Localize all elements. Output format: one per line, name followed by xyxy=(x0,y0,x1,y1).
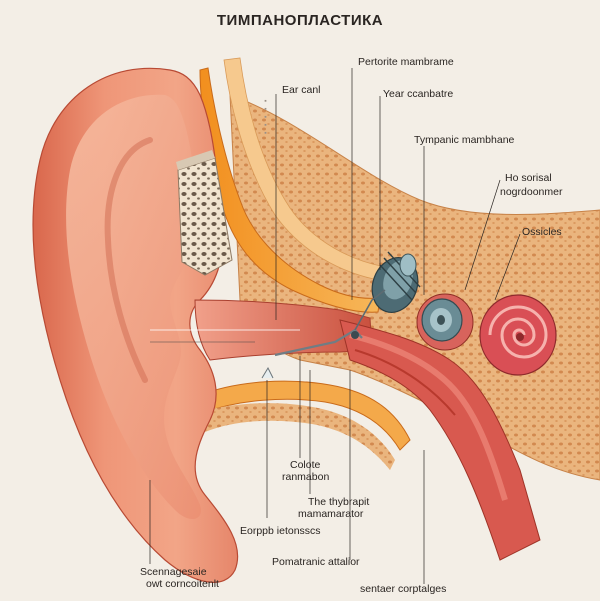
cochlea xyxy=(479,294,557,376)
probe-needle xyxy=(261,366,274,379)
leader-lines xyxy=(149,68,521,584)
label-colote-line2: ranmabon xyxy=(282,471,330,483)
label-colote: Colote xyxy=(290,459,321,471)
label-hybrapit-line2: mamamarator xyxy=(298,508,364,520)
label-ho-sorisal: Ho sorisal xyxy=(505,172,552,184)
label-hybrapit: The thybrapit xyxy=(308,496,370,508)
label-ossicles: Ossicles xyxy=(522,226,562,238)
eustachian-tissue xyxy=(339,319,541,561)
label-ear-canal: Ear canl xyxy=(282,84,321,96)
label-ho-sorisal-line2: nogrdoonmer xyxy=(500,186,563,198)
label-pomatranic: Pomatranic attalior xyxy=(272,556,360,568)
ossicle-disc xyxy=(416,293,474,351)
label-year-ccanbatre: Year ccanbatre xyxy=(383,88,454,100)
label-scennagesaie-line2: owt corncoitenlt xyxy=(146,578,219,590)
label-sentaer: sentaer corptalges xyxy=(360,583,447,595)
lower-cartilage-band xyxy=(199,380,411,451)
label-perforite-membrane: Pertorite mambrame xyxy=(358,56,454,68)
ossicle-coil xyxy=(371,251,421,313)
label-scennagesaie: Scennagesaie xyxy=(140,566,207,578)
label-eorppb: Eorppb ietonsscs xyxy=(240,525,321,537)
diagram-title: ТИМПАНОПЛАСТИКА xyxy=(216,12,384,29)
label-tympanic-membrane: Tympanic mambhane xyxy=(414,134,515,146)
vertical-decorative-text: ▪▪▪▪▪ xyxy=(262,98,269,138)
